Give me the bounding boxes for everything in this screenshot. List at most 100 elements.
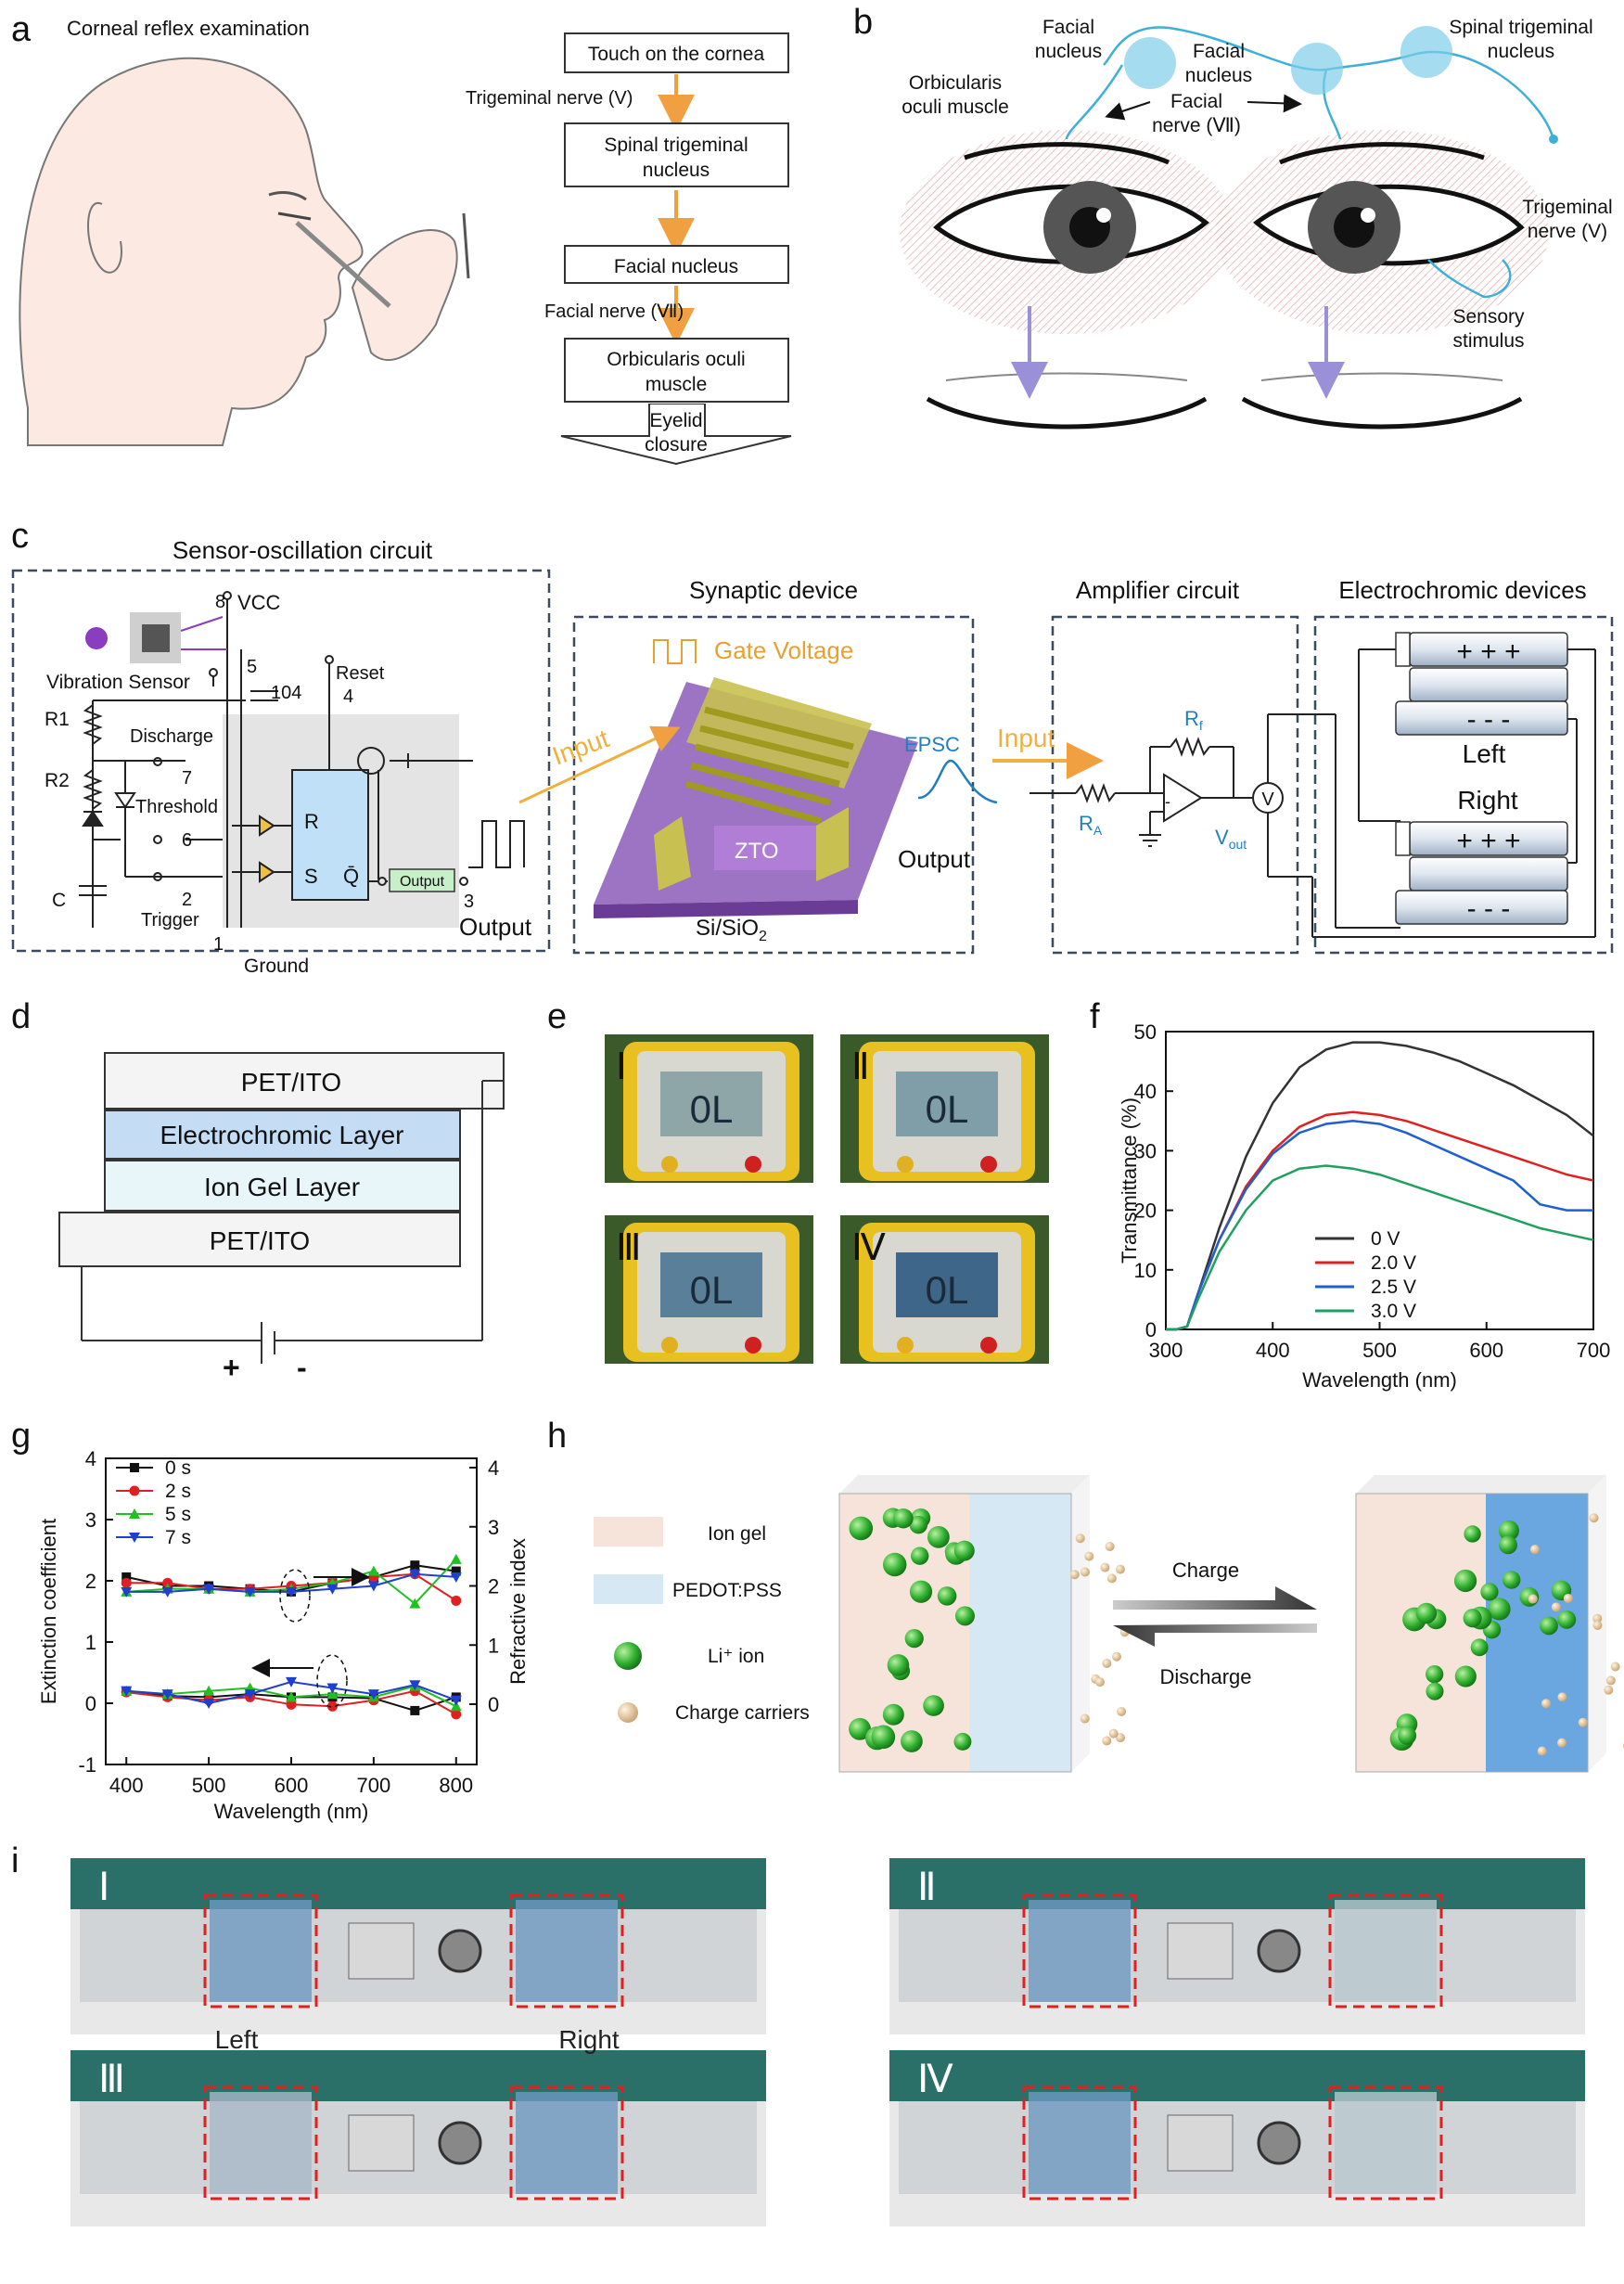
x-tick-label: 600 xyxy=(1469,1339,1503,1362)
y-tick-label: 2 xyxy=(85,1570,96,1593)
arrow-label-trigeminal: Trigeminal nerve (V) xyxy=(466,88,633,109)
data-point xyxy=(286,1699,297,1710)
op-minus: - xyxy=(1165,792,1170,811)
legend-text-1: PEDOT:PSS xyxy=(672,1580,782,1601)
ec-right-minus: - - - xyxy=(1467,893,1511,924)
x-tick-label: 800 xyxy=(439,1774,473,1797)
x-tick-label: 400 xyxy=(1256,1339,1290,1362)
data-point xyxy=(450,1700,462,1712)
data-point xyxy=(326,1700,338,1712)
data-point xyxy=(367,1565,379,1576)
panel-label-a: a xyxy=(11,10,32,49)
legend-label: 2 s xyxy=(165,1481,191,1502)
data-point xyxy=(161,1689,173,1700)
ec-right-label: Right xyxy=(1457,786,1518,815)
layer-pet-ito-top xyxy=(104,1052,505,1110)
data-point xyxy=(451,1566,461,1576)
output-label-2: Output xyxy=(898,845,971,873)
y-axis-label: Extinction coefficient xyxy=(37,1519,60,1704)
photo-i-2: Ⅱ xyxy=(889,1858,1585,2034)
ra-label: RA xyxy=(1079,812,1103,838)
data-point xyxy=(367,1581,379,1592)
x-tick-label: 700 xyxy=(1577,1339,1611,1362)
refractive-marker-ellipse xyxy=(279,1569,311,1623)
display-text: 0L xyxy=(926,1268,969,1312)
ec-left-plus: + + + xyxy=(1456,636,1520,667)
y-tick-label: 40 xyxy=(1134,1080,1157,1103)
flow-box-touch xyxy=(564,32,789,73)
y2-axis-label: Refractive index xyxy=(506,1538,530,1685)
panel-a: a Corneal reflex examination Touch on th… xyxy=(11,10,792,466)
eye-right-closed xyxy=(1241,372,1523,430)
data-point xyxy=(161,1586,173,1598)
output-box-label: Output xyxy=(400,874,445,890)
legend-label: 3.0 V xyxy=(1371,1301,1416,1322)
extinction-marker-ellipse xyxy=(316,1654,348,1708)
data-point xyxy=(203,1685,215,1696)
series-line-30V xyxy=(1166,1164,1594,1331)
electrochromic-devices xyxy=(1267,648,1596,938)
flow-text-facial: Facial nucleus xyxy=(614,256,738,277)
ec-title: Electrochromic devices xyxy=(1338,576,1586,604)
layer-electrochromic xyxy=(104,1110,461,1160)
layer-text-0: PET/ITO xyxy=(241,1068,341,1097)
panel-label-e: e xyxy=(547,997,567,1036)
legend-label: 0 s xyxy=(165,1457,191,1479)
b-facial-left-1: Facial xyxy=(1042,17,1094,38)
y-tick-label: 30 xyxy=(1134,1139,1157,1162)
photo-e-label-2: Ⅱ xyxy=(851,1046,870,1087)
x-tick-label: 500 xyxy=(1362,1339,1397,1362)
x-tick-label: 300 xyxy=(1149,1339,1183,1362)
reset-label: Reset xyxy=(336,663,385,684)
flow-box-spinal xyxy=(564,122,789,187)
data-point xyxy=(203,1584,215,1595)
layer-ion-gel xyxy=(104,1160,461,1212)
data-point xyxy=(121,1586,133,1598)
y-tick-label: -1 xyxy=(78,1753,96,1777)
x-tick-label: 600 xyxy=(275,1774,309,1797)
vout-label: Vout xyxy=(1215,826,1247,852)
legend-text-2: Li⁺ ion xyxy=(708,1646,764,1667)
data-point xyxy=(129,1533,140,1543)
photo-e-1: 0LⅠ xyxy=(605,1034,813,1183)
pin-7: 7 xyxy=(182,768,192,789)
ground-label: Ground xyxy=(244,956,309,977)
final-text-1: Eyelid xyxy=(649,410,702,431)
voltmeter-v-1: V xyxy=(1261,789,1274,810)
ec-left-label: Left xyxy=(1463,739,1506,768)
data-point xyxy=(162,1577,173,1588)
panel-label-g: g xyxy=(11,1417,31,1456)
flow-text-orb-1: Orbicularis oculi xyxy=(607,349,745,370)
cap-104: 104 xyxy=(271,683,301,703)
b-orb-2: oculi muscle xyxy=(902,96,1009,118)
panel-label-h: h xyxy=(547,1417,567,1456)
y-tick-label: 20 xyxy=(1134,1200,1157,1223)
amp-title: Amplifier circuit xyxy=(1076,576,1240,604)
flow-final-arrow xyxy=(560,404,792,466)
photo-e-label-3: Ⅲ xyxy=(616,1226,642,1268)
r2-label: R2 xyxy=(45,770,70,791)
sensor-title: Sensor-oscillation circuit xyxy=(173,536,433,564)
photo-i-right-label: Right xyxy=(558,2025,620,2054)
legend-li-ion-icon xyxy=(614,1642,642,1670)
x-axis-label: Wavelength (nm) xyxy=(1302,1368,1457,1392)
panel-label-b: b xyxy=(853,3,873,42)
panel-label-c: c xyxy=(11,517,29,556)
b-trig-1: Trigeminal xyxy=(1522,197,1612,218)
eye-right-open xyxy=(1253,142,1525,274)
photo-i-4: Ⅳ xyxy=(889,2050,1585,2226)
output-label-1: Output xyxy=(459,913,532,941)
flow-text-spinal-1: Spinal trigeminal xyxy=(604,135,748,156)
eye-left-open xyxy=(933,142,1209,274)
data-point xyxy=(244,1689,256,1700)
ec-device-left xyxy=(1395,632,1568,736)
panel-c: c Sensor-oscillation circuit Synaptic de… xyxy=(11,517,1614,977)
vibration-sensor-icon xyxy=(142,624,170,652)
data-point xyxy=(410,1560,420,1571)
trigger-label: Trigger xyxy=(141,910,199,930)
